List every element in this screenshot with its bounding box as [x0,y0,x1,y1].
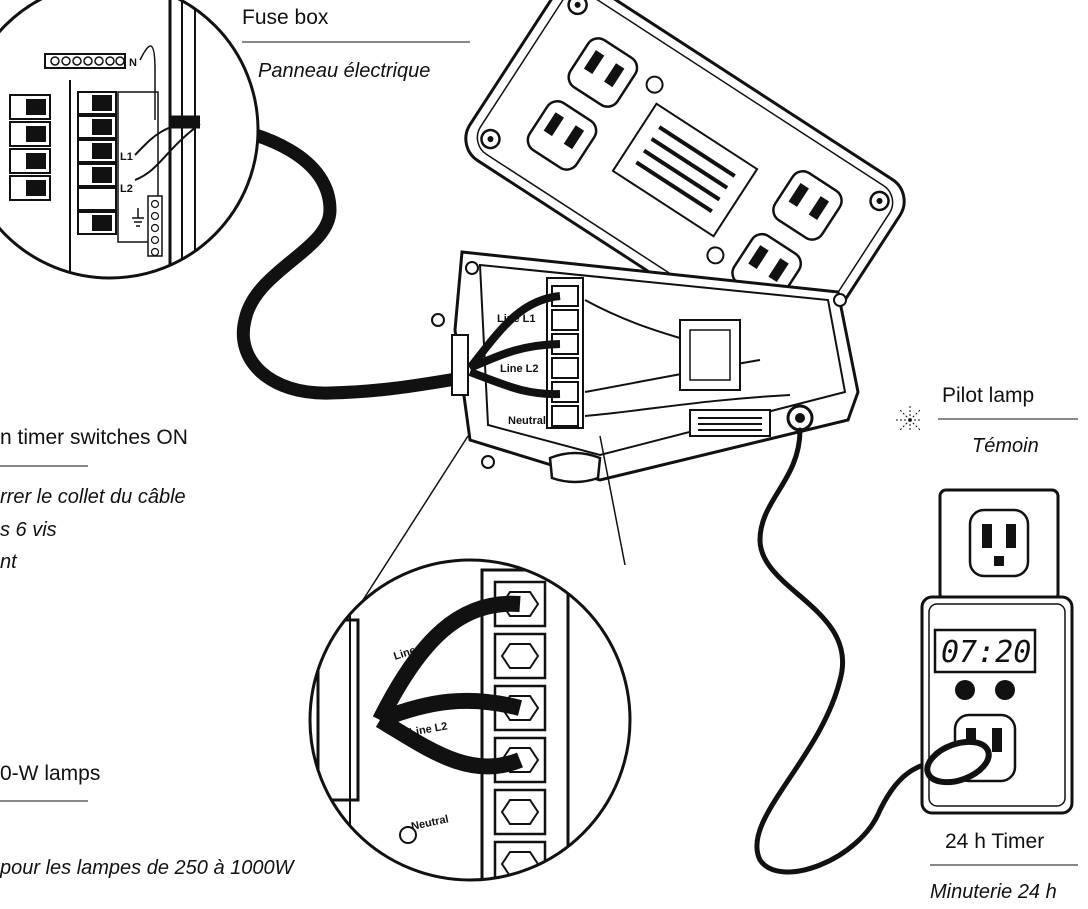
terminal-magnifier: Line L1 Line L2 Neutral [308,435,632,882]
timer-display [933,628,1037,674]
timer-device: 07:20 [920,488,1074,815]
l2-label: L2 [120,183,133,195]
outlet-icon [526,100,598,171]
pilot-lamp-label-fr: Témoin [972,435,1039,457]
cable-note-line1: rrer le collet du câble [0,486,186,508]
timer-cable [754,427,963,875]
pilot-lamp-label: Pilot lamp [942,384,1034,407]
timer-switch-label: n timer switches ON [0,426,188,449]
pilot-lamp-glow-icon [896,406,921,432]
timer-label-fr: Minuterie 24 h [930,881,1057,903]
terminal-label-l1: Line L1 [497,313,536,325]
cable-note-line3: nt [0,551,18,573]
terminal-label-neutral: Neutral [508,415,546,427]
timer-button-icon[interactable] [955,680,975,700]
lamps-label-fr: pour les lampes de 250 à 1000W [0,857,296,879]
outlet-icon [968,508,1030,578]
fuse-box-label-fr: Panneau électrique [258,60,430,82]
terminal-label-l2: Line L2 [500,363,539,375]
fuse-box-label: Fuse box [242,6,329,29]
lamps-label: 0-W lamps [0,762,100,785]
outlet-icon [567,37,639,108]
outlet-icon [772,170,843,241]
timer-button-icon[interactable] [995,680,1015,700]
contactor-box: Line L1 Line L2 Neutral [431,250,860,484]
cover-plate [464,0,906,362]
neutral-bar-label: N [129,57,137,69]
l1-label: L1 [120,151,133,163]
timer-display-value: 07:20 [941,635,1031,670]
fuse-box-magnifier: N [0,0,260,280]
cable-note-line2: s 6 vis [0,519,57,541]
timer-label: 24 h Timer [945,830,1044,853]
supply-cable [183,115,469,400]
